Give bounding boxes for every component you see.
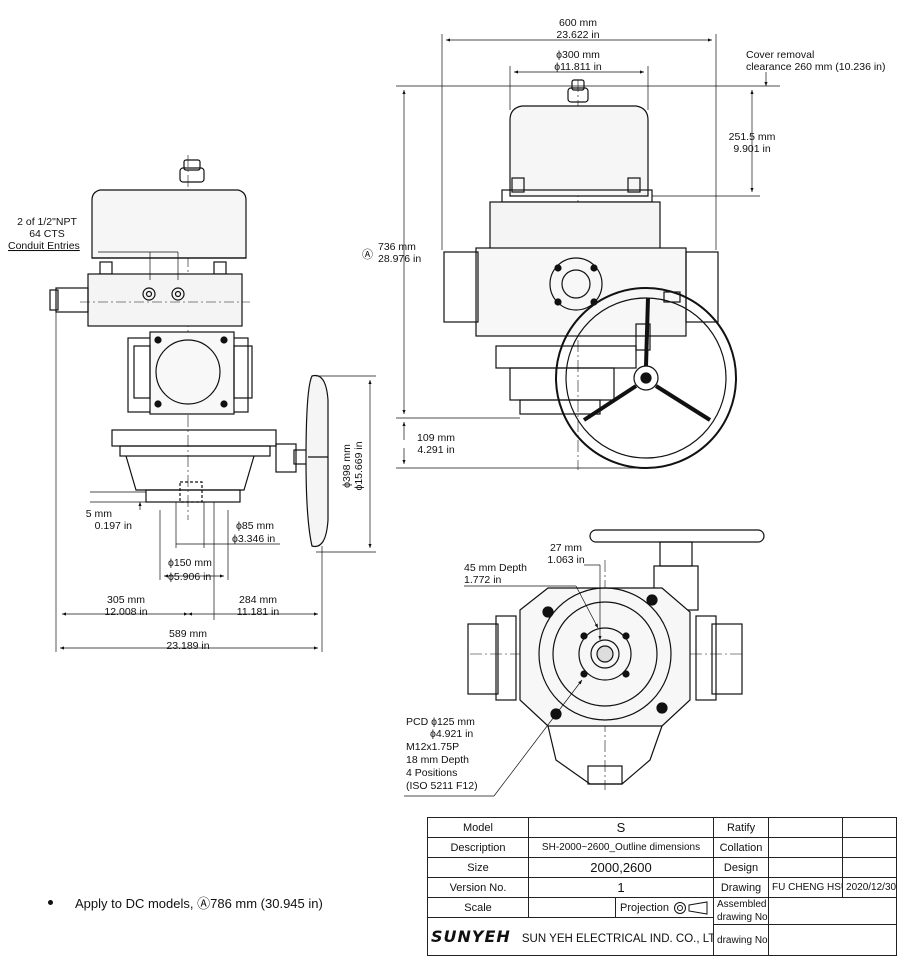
dim-27-in: 1.063 in <box>547 554 585 566</box>
version-value: 1 <box>527 877 715 898</box>
pcd-line1: PCD ϕ125 mm <box>406 716 475 728</box>
dim-284-in: 11.181 in <box>237 606 280 618</box>
ratify-label: Ratify <box>713 817 770 838</box>
assembled-drawing-value <box>768 897 898 925</box>
description-label: Description <box>427 837 529 858</box>
dc-model-note-text: Apply to DC models, Ⓐ786 mm (30.945 in) <box>75 896 323 911</box>
assembled-line1: Assembled <box>717 899 767 910</box>
drawer-name: FU CHENG HSU <box>768 877 844 898</box>
drawing-no-value <box>768 924 898 956</box>
dim-109-mm: 109 mm <box>417 432 455 444</box>
conduit-label-line3: Conduit Entries <box>8 240 80 252</box>
marker-a: Ⓐ <box>362 248 373 261</box>
dim-150-in: ϕ5.906 in <box>168 571 211 583</box>
cover-removal-line1: Cover removal <box>746 49 814 61</box>
dim-736-in: 28.976 in <box>378 253 421 265</box>
design-name-cell <box>768 857 844 878</box>
dim-109-in: 4.291 in <box>417 444 455 456</box>
projection-cell: Projection <box>614 897 715 918</box>
assembled-line2: drawing No. <box>717 912 769 923</box>
dim-85-mm: ϕ85 mm <box>236 520 274 532</box>
front-view-dimensions <box>396 34 780 469</box>
projection-label: Projection <box>620 901 669 914</box>
pcd-line3: M12x1.75P <box>406 741 459 753</box>
drawing-date: 2020/12/30 <box>842 877 898 898</box>
conduit-label-line2: 64 CTS <box>29 228 65 240</box>
design-label: Design <box>713 857 770 878</box>
dim-150-mm: ϕ150 mm <box>168 557 212 569</box>
scale-value-cell <box>528 897 616 918</box>
side-view <box>49 155 329 548</box>
dim-284-mm: 284 mm <box>239 594 277 606</box>
pcd-line5: 4 Positions <box>406 767 457 779</box>
sunyeh-logo: SUNYEH <box>431 927 511 946</box>
dim-398-in: ϕ15.669 in <box>353 441 365 490</box>
side-view-dimensions <box>55 251 376 652</box>
ratify-date-cell <box>842 817 898 838</box>
outline-drawing: 2 of 1/2"NPT 64 CTS Conduit Entries 5 mm… <box>8 17 886 797</box>
dim-600-in: 23.622 in <box>556 29 599 41</box>
depth-45-mm: 45 mm Depth <box>464 562 527 574</box>
size-label: Size <box>427 857 529 878</box>
design-date-cell <box>842 857 898 878</box>
version-label: Version No. <box>427 877 529 898</box>
dim-600-mm: 600 mm <box>559 17 597 29</box>
dim-85-in: ϕ3.346 in <box>232 533 275 545</box>
bottom-view-dimensions <box>404 564 602 797</box>
front-view <box>443 79 737 470</box>
cover-removal-line2: clearance 260 mm (10.236 in) <box>746 61 886 73</box>
pcd-line4: 18 mm Depth <box>406 754 469 766</box>
scale-label: Scale <box>427 897 529 918</box>
dim-589-in: 23.189 in <box>166 640 209 652</box>
dim-251-mm: 251.5 mm <box>729 131 776 143</box>
model-label: Model <box>427 817 529 838</box>
assembled-drawing-label: Assembled drawing No. <box>713 897 770 925</box>
dim-300-mm: ϕ300 mm <box>556 49 600 61</box>
collation-label: Collation <box>713 837 770 858</box>
ratify-name-cell <box>768 817 844 838</box>
depth-45-in: 1.772 in <box>464 574 502 586</box>
dim-305-in: 12.008 in <box>104 606 147 618</box>
bullet-icon <box>48 900 53 905</box>
collation-date-cell <box>842 837 898 858</box>
collation-name-cell <box>768 837 844 858</box>
dim-5-mm: 5 mm <box>86 508 113 520</box>
company-logo-cell: SUNYEH SUN YEH ELECTRICAL IND. CO., LTD. <box>426 917 715 956</box>
dim-398-mm: ϕ398 mm <box>341 444 353 488</box>
dim-300-in: ϕ11.811 in <box>554 61 602 73</box>
size-value: 2000,2600 <box>527 857 715 878</box>
dim-305-mm: 305 mm <box>107 594 145 606</box>
company-name: SUN YEH ELECTRICAL IND. CO., LTD. <box>521 933 714 945</box>
dc-model-note: Apply to DC models, Ⓐ786 mm (30.945 in) <box>48 893 323 912</box>
dim-5-in: 0.197 in <box>95 520 133 532</box>
dim-589-mm: 589 mm <box>169 628 207 640</box>
conduit-label-line1: 2 of 1/2"NPT <box>17 216 77 228</box>
bottom-view <box>467 529 765 790</box>
dim-27-mm: 27 mm <box>550 542 582 554</box>
dim-251-in: 9.901 in <box>733 143 771 155</box>
dim-736-mm: 736 mm <box>378 241 416 253</box>
pcd-line2: ϕ4.921 in <box>430 728 473 740</box>
title-block: Model S Ratify Description SH-2000~2600_… <box>426 817 898 956</box>
drawing-no-label: drawing No. <box>713 924 770 956</box>
third-angle-projection-icon <box>673 900 708 915</box>
model-value: S <box>527 817 715 838</box>
drawing-label: Drawing <box>713 877 770 898</box>
pcd-line6: (ISO 5211 F12) <box>406 780 478 792</box>
description-value: SH-2000~2600_Outline dimensions <box>527 837 715 858</box>
